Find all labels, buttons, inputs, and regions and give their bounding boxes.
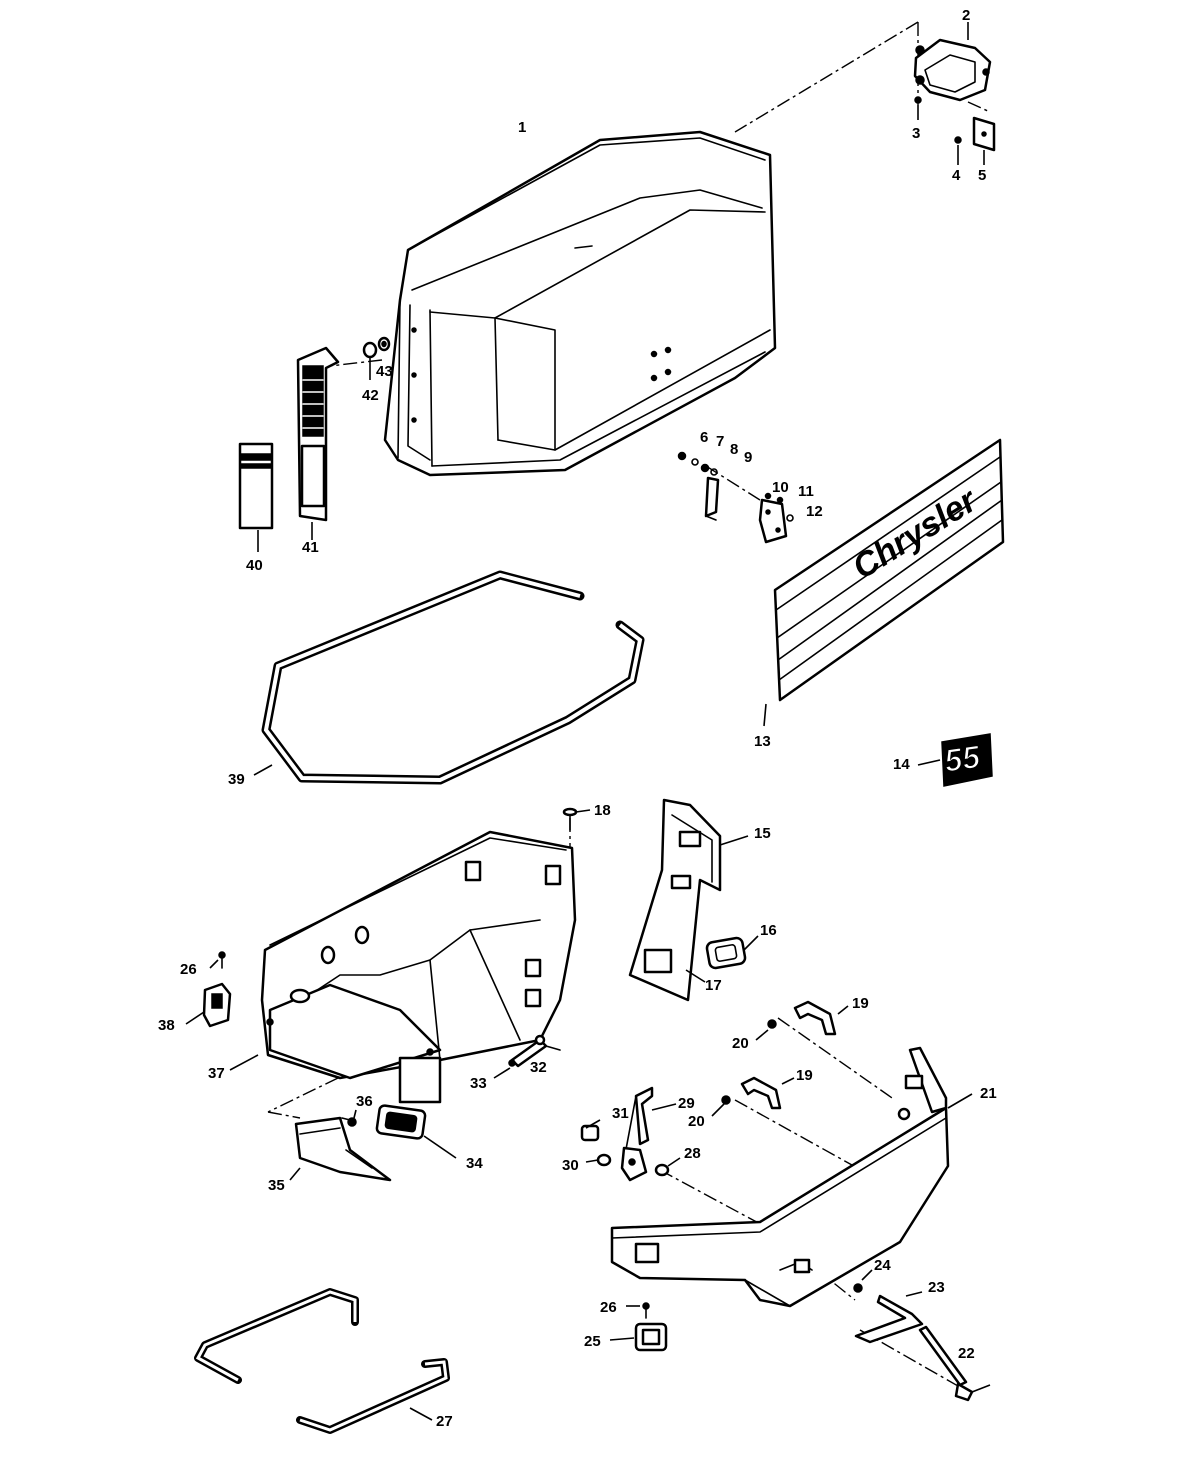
callout-25: 25 <box>584 1333 601 1350</box>
screw-18 <box>562 807 578 831</box>
callout-36: 36 <box>356 1093 373 1110</box>
callout-8: 8 <box>730 441 738 458</box>
screw-20-lower <box>721 1095 731 1105</box>
cowl-seal-39 <box>261 570 645 785</box>
callout-6: 6 <box>700 429 708 446</box>
lower-pan-left-37 <box>260 830 577 1104</box>
callout-numbers: 1 2 3 4 5 6 7 8 9 10 11 12 13 14 15 16 1… <box>158 7 997 1430</box>
model-badge-text: 55 <box>942 738 983 779</box>
callout-23: 23 <box>928 1279 945 1296</box>
support-bracket-15 <box>628 798 722 1002</box>
callout-41: 41 <box>302 539 319 556</box>
callout-39: 39 <box>228 771 245 788</box>
callout-34: 34 <box>466 1155 483 1172</box>
screw-26-right <box>642 1302 650 1319</box>
callout-16: 16 <box>760 922 777 939</box>
callout-31: 31 <box>612 1105 629 1122</box>
callout-40: 40 <box>246 557 263 574</box>
callout-9: 9 <box>744 449 752 466</box>
bracket-19-lower <box>740 1076 782 1110</box>
leader-lines <box>185 22 991 1421</box>
plate-5 <box>972 116 996 152</box>
cam-30 <box>620 1146 648 1182</box>
callout-19-upper: 19 <box>852 995 869 1012</box>
callout-26-right: 26 <box>600 1299 617 1316</box>
callout-12: 12 <box>806 503 823 520</box>
callout-2: 2 <box>962 7 970 24</box>
latch-hardware <box>677 451 794 544</box>
washer-4 <box>954 136 962 144</box>
callout-10: 10 <box>772 479 789 496</box>
callout-18: 18 <box>594 802 611 819</box>
callout-27: 27 <box>436 1413 453 1430</box>
callout-3: 3 <box>912 125 920 142</box>
callout-1: 1 <box>518 119 526 136</box>
assembly-lines <box>267 21 991 1391</box>
callout-33: 33 <box>470 1075 487 1092</box>
washer-24 <box>853 1283 863 1293</box>
callout-42: 42 <box>362 387 379 404</box>
callout-32: 32 <box>530 1059 547 1076</box>
screw-26-left <box>218 951 226 969</box>
bolt-22 <box>918 1325 974 1402</box>
bushing-31 <box>580 1124 600 1142</box>
bracket-19-upper <box>793 1000 837 1036</box>
cowl-bracket <box>913 38 992 102</box>
callout-15: 15 <box>754 825 771 842</box>
callout-35: 35 <box>268 1177 285 1194</box>
screw-36 <box>341 1117 357 1127</box>
callout-37: 37 <box>208 1065 225 1082</box>
callout-7: 7 <box>716 433 724 450</box>
callout-28: 28 <box>684 1145 701 1162</box>
washer-28 <box>654 1163 670 1177</box>
callout-38: 38 <box>158 1017 175 1034</box>
grommet-25 <box>634 1322 668 1352</box>
latch-23 <box>854 1294 924 1344</box>
grommet-34 <box>375 1104 427 1140</box>
screw-20-upper <box>767 1019 777 1029</box>
callout-14: 14 <box>893 756 910 773</box>
grommet-16 <box>705 936 747 970</box>
pin-32 <box>534 1034 561 1051</box>
callout-22: 22 <box>958 1345 975 1362</box>
screw-3 <box>914 96 922 104</box>
callout-4: 4 <box>952 167 961 184</box>
latch-38 <box>202 982 232 1028</box>
callout-26-left: 26 <box>180 961 197 978</box>
callout-29: 29 <box>678 1095 695 1112</box>
callout-20-upper: 20 <box>732 1035 749 1052</box>
model-badge-14: 55 <box>941 733 993 787</box>
callout-43: 43 <box>376 363 393 380</box>
callout-21: 21 <box>980 1085 997 1102</box>
callout-11: 11 <box>798 483 814 500</box>
grommet-43 <box>377 336 391 352</box>
tubes-27 <box>194 1288 450 1434</box>
callout-19-lower: 19 <box>796 1067 813 1084</box>
nut-42 <box>362 341 378 359</box>
chrysler-side-decal-13: Chrysler <box>773 438 1005 702</box>
callout-24: 24 <box>874 1257 891 1274</box>
callout-13: 13 <box>754 733 771 750</box>
vent-grille-41 <box>296 346 340 522</box>
callout-17: 17 <box>705 977 722 994</box>
top-cowl <box>383 130 777 477</box>
callout-30: 30 <box>562 1157 579 1174</box>
callout-5: 5 <box>978 167 986 184</box>
washer-30-small <box>596 1153 612 1167</box>
lower-pan-right-21 <box>610 1046 950 1308</box>
bracket-35 <box>294 1116 392 1182</box>
label-decal-40 <box>238 442 274 530</box>
callout-20-lower: 20 <box>688 1113 705 1130</box>
